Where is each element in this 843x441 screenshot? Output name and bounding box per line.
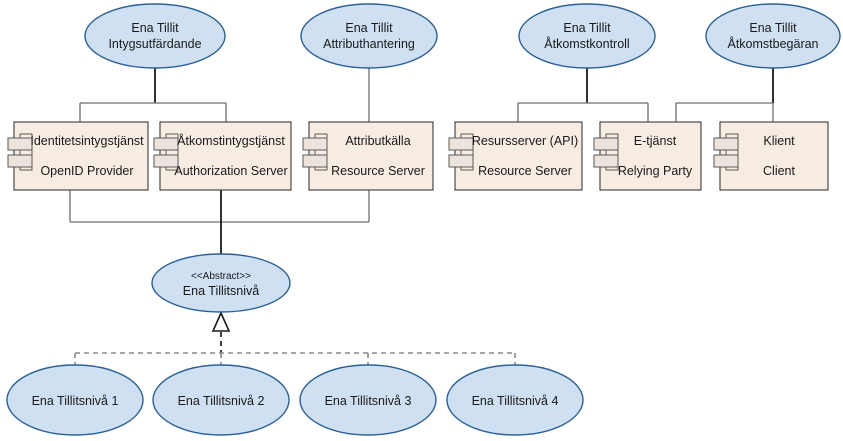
trust-level-1[interactable]: Ena Tillitsnivå 1 — [6, 364, 144, 436]
component-role: OpenID Provider — [40, 164, 133, 178]
component-identitetsintygstjanst[interactable]: Identitetsintygstjänst OpenID Provider — [7, 121, 149, 191]
trust-level-ellipse[interactable] — [299, 364, 437, 436]
trust-profile-label-line2: Åtkomstbegäran — [727, 36, 818, 51]
component-atkomstintygstjanst[interactable]: Åtkomstintygstjänst Authorization Server — [153, 121, 292, 191]
component-box[interactable] — [13, 121, 149, 191]
trust-profile-label-line2: Intygsutfärdande — [108, 37, 201, 51]
component-icon — [7, 133, 33, 171]
component-etjanst[interactable]: E-tjänst Relying Party — [593, 121, 702, 191]
trust-level-ellipse[interactable] — [152, 364, 290, 436]
component-name: Åtkomstintygstjänst — [177, 133, 285, 148]
trust-profile-ellipse[interactable] — [705, 3, 841, 69]
trust-profile-label-line2: Åtkomstkontroll — [544, 36, 629, 51]
component-box[interactable] — [308, 121, 434, 191]
trust-profile-ellipse[interactable] — [84, 3, 226, 69]
abstract-stereotype-label: <<Abstract>> — [191, 271, 251, 282]
trust-profile-label-line1: Ena Tillit — [749, 21, 797, 35]
trust-level-label: Ena Tillitsnivå 3 — [325, 394, 412, 408]
component-box[interactable] — [159, 121, 292, 191]
component-icon — [153, 133, 179, 171]
component-role: Resource Server — [478, 164, 572, 178]
component-role: Resource Server — [331, 164, 425, 178]
component-name: E-tjänst — [634, 134, 677, 148]
trust-profile-label-line1: Ena Tillit — [131, 21, 179, 35]
trust-level-2[interactable]: Ena Tillitsnivå 2 — [152, 364, 290, 436]
component-resursserver[interactable]: Resursserver (API) Resource Server — [448, 121, 583, 191]
trust-profile-intygsutfardande[interactable]: Ena Tillit Intygsutfärdande — [84, 3, 226, 69]
component-name: Attributkälla — [345, 134, 410, 148]
trust-profile-ellipse[interactable] — [518, 3, 656, 69]
trust-level-4[interactable]: Ena Tillitsnivå 4 — [446, 364, 584, 436]
trust-profile-ellipse[interactable] — [300, 3, 438, 69]
trust-profile-atkomstkontroll[interactable]: Ena Tillit Åtkomstkontroll — [518, 3, 656, 69]
trust-level-label: Ena Tillitsnivå 2 — [178, 394, 265, 408]
component-role: Authorization Server — [174, 164, 287, 178]
trust-level-3[interactable]: Ena Tillitsnivå 3 — [299, 364, 437, 436]
component-role: Relying Party — [618, 164, 693, 178]
trust-level-label: Ena Tillitsnivå 4 — [472, 394, 559, 408]
component-klient[interactable]: Klient Client — [713, 121, 829, 191]
realization-triangle-icon — [211, 311, 231, 332]
trust-level-ellipse[interactable] — [6, 364, 144, 436]
component-icon — [302, 133, 328, 171]
trust-profile-label-line1: Ena Tillit — [345, 21, 393, 35]
trust-level-label: Ena Tillitsnivå 1 — [32, 394, 119, 408]
trust-profile-label-line2: Attributhantering — [323, 37, 415, 51]
component-name: Identitetsintygstjänst — [30, 134, 144, 148]
trust-profile-atkomstbegaran[interactable]: Ena Tillit Åtkomstbegäran — [705, 3, 841, 69]
component-role: Client — [763, 164, 795, 178]
abstract-class-name: Ena Tillitsnivå — [183, 284, 259, 298]
component-icon — [713, 133, 739, 171]
component-name: Resursserver (API) — [472, 134, 578, 148]
component-icon — [593, 133, 619, 171]
abstract-class-ena-tillitsniva[interactable]: <<Abstract>> Ena Tillitsnivå — [151, 253, 291, 313]
trust-level-ellipse[interactable] — [446, 364, 584, 436]
abstract-class-ellipse[interactable] — [151, 253, 291, 313]
component-icon — [448, 133, 474, 171]
connector-layer — [69, 68, 774, 365]
trust-profile-attributhantering[interactable]: Ena Tillit Attributhantering — [300, 3, 438, 69]
trust-profile-label-line1: Ena Tillit — [563, 21, 611, 35]
component-name: Klient — [763, 134, 795, 148]
component-box[interactable] — [454, 121, 583, 191]
component-attributkalla[interactable]: Attributkälla Resource Server — [302, 121, 434, 191]
